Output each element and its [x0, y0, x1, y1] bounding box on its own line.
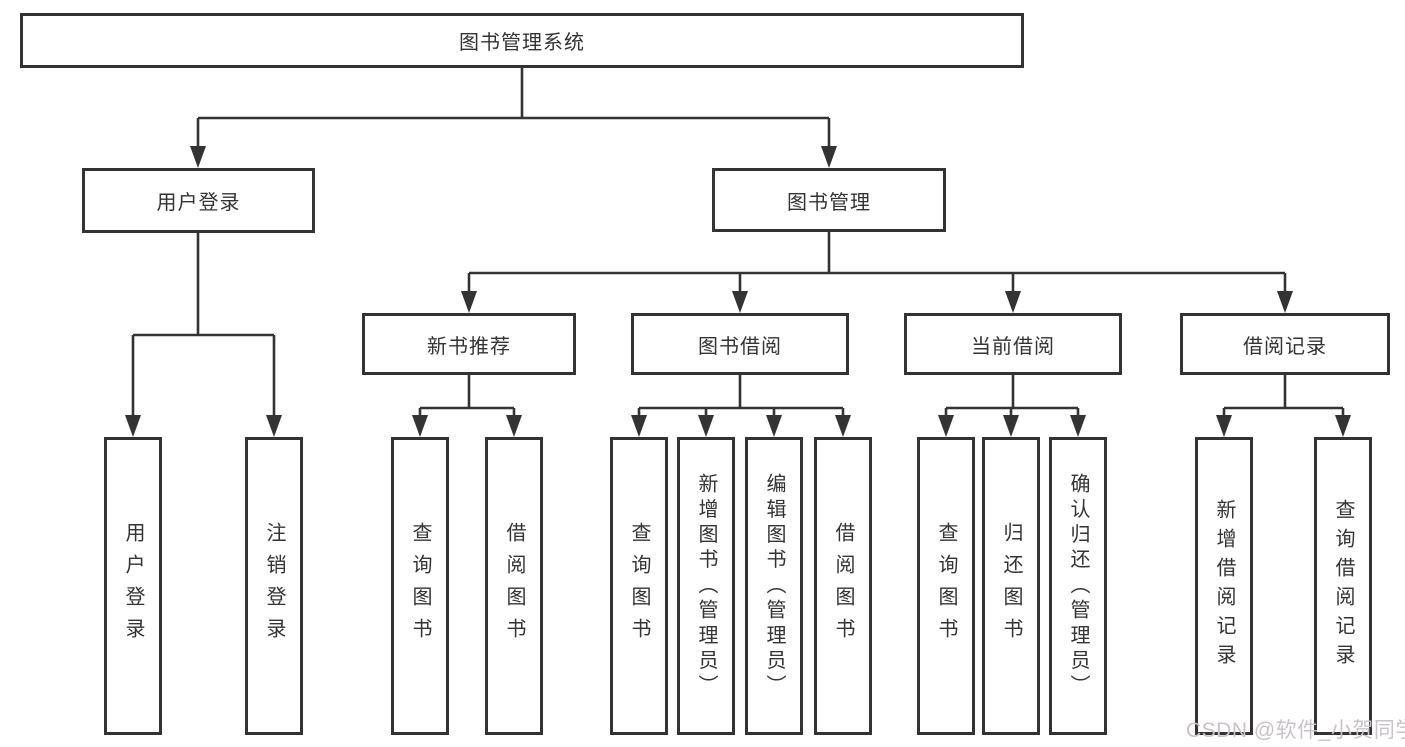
- node-label: 新书推荐: [427, 335, 511, 358]
- node-borrow-records: 借阅记录: [1180, 313, 1390, 375]
- node-label: 新增借阅记录: [1213, 499, 1235, 673]
- node-label: 借阅记录: [1243, 335, 1327, 358]
- node-label: 注销登录: [263, 522, 285, 650]
- node-br-query-borrow-record: 查询借阅记录: [1314, 437, 1372, 735]
- node-br-add-borrow-record: 新增借阅记录: [1195, 437, 1253, 735]
- node-label: 图书借阅: [698, 335, 782, 358]
- node-label: 借阅图书: [832, 522, 854, 650]
- node-bb-add-books-admin: 新增图书（管理员）: [677, 437, 735, 735]
- node-library-management-system: 图书管理系统: [20, 13, 1024, 68]
- node-current-borrow: 当前借阅: [904, 313, 1122, 375]
- node-ul-user-login: 用户登录: [104, 437, 162, 735]
- node-bb-borrow-books: 借阅图书: [814, 437, 872, 735]
- node-bb-edit-books-admin: 编辑图书（管理员）: [745, 437, 803, 735]
- node-label: 用户登录: [122, 522, 144, 650]
- node-bb-query-books: 查询图书: [610, 437, 668, 735]
- node-label: 图书管理系统: [459, 32, 585, 54]
- node-cb-query-books: 查询图书: [917, 437, 975, 735]
- csdn-watermark: CSDN @软件_小贺同学: [1186, 719, 1405, 742]
- node-label: 借阅图书: [503, 522, 525, 650]
- node-label: 用户登录: [156, 192, 241, 214]
- arrowheads: [125, 146, 1351, 437]
- node-label: 查询图书: [628, 522, 650, 650]
- node-nb-borrow-books: 借阅图书: [485, 437, 543, 735]
- node-book-management: 图书管理: [712, 168, 946, 232]
- node-book-borrow: 图书借阅: [631, 313, 849, 375]
- node-label: 归还图书: [1000, 522, 1022, 650]
- node-label: 图书管理: [787, 191, 871, 214]
- node-label: 当前借阅: [971, 335, 1055, 358]
- node-label: 确认归还（管理员）: [1067, 472, 1089, 700]
- node-ul-logout: 注销登录: [245, 437, 303, 735]
- node-user-login: 用户登录: [82, 168, 315, 233]
- node-label: 查询图书: [935, 522, 957, 650]
- node-label: 新增图书（管理员）: [695, 472, 717, 700]
- node-cb-confirm-return-admin: 确认归还（管理员）: [1049, 437, 1107, 735]
- node-nb-query-books: 查询图书: [391, 437, 449, 735]
- node-label: 查询借阅记录: [1332, 499, 1354, 673]
- node-label: 编辑图书（管理员）: [763, 472, 785, 700]
- node-new-book-recommend: 新书推荐: [362, 313, 576, 375]
- node-cb-return-books: 归还图书: [982, 437, 1040, 735]
- node-label: 查询图书: [409, 522, 431, 650]
